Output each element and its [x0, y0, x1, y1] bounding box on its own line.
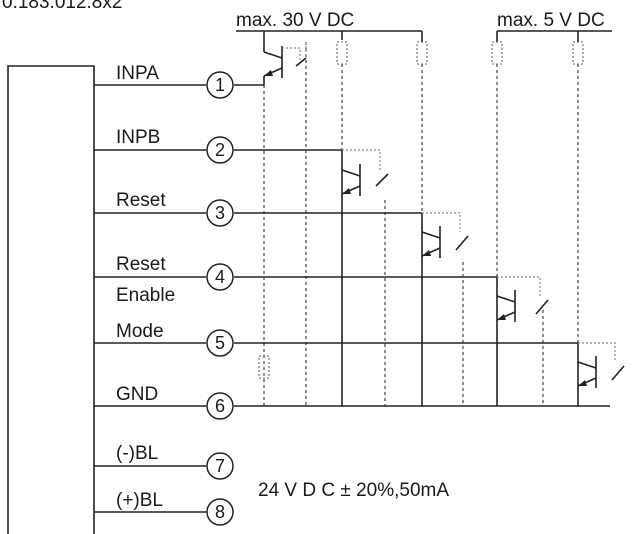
transistor-3-symbol	[421, 212, 469, 258]
terminal-5-circle	[206, 329, 234, 357]
transistor-4-symbol	[496, 276, 549, 322]
terminal-3-label: Reset	[116, 190, 166, 211]
transistor-1-symbol	[263, 40, 307, 85]
terminal-5-number: 5	[215, 333, 225, 353]
supply-30v-label: max. 30 V DC	[236, 10, 354, 31]
terminal-7-circle	[206, 452, 234, 480]
device-body	[7, 65, 95, 534]
terminal-4-label: Reset	[116, 254, 166, 275]
terminal-7-label: (-)BL	[116, 443, 158, 464]
terminal-6-label: GND	[116, 384, 158, 405]
terminal-2-number: 2	[215, 140, 225, 160]
pullup-resistor	[416, 41, 428, 65]
supply-5v-label: max. 5 V DC	[497, 10, 605, 31]
terminal-1-label: INPA	[116, 63, 159, 84]
terminal-4-number: 4	[215, 267, 225, 287]
terminal-8-number: 8	[215, 502, 225, 522]
terminal-1-number: 1	[215, 75, 225, 95]
backlight-spec-label: 24 V D C ± 20%,50mA	[258, 480, 449, 501]
terminal-6-number: 6	[215, 396, 225, 416]
transistor-2-symbol	[341, 149, 389, 196]
pullup-resistor	[336, 41, 348, 65]
terminal-6-circle	[206, 392, 234, 420]
header-partial-text: 0.183.012.8x2	[2, 0, 122, 13]
terminal-8-label: (+)BL	[116, 490, 163, 511]
terminal-3-circle	[206, 199, 234, 227]
terminal-2-label: INPB	[116, 127, 160, 148]
terminal-8-circle	[206, 498, 234, 526]
terminal-5-label: Mode	[116, 321, 164, 342]
terminal-3-number: 3	[215, 203, 225, 223]
transistor-5-symbol	[577, 342, 625, 388]
pullup-resistor	[572, 41, 584, 65]
terminal-1-circle	[206, 71, 234, 99]
terminal-7-number: 7	[215, 456, 225, 476]
pullup-resistor	[491, 41, 503, 65]
terminal-2-circle	[206, 136, 234, 164]
terminal-4-circle	[206, 263, 234, 291]
terminal-4-label-line2: Enable	[116, 285, 175, 306]
